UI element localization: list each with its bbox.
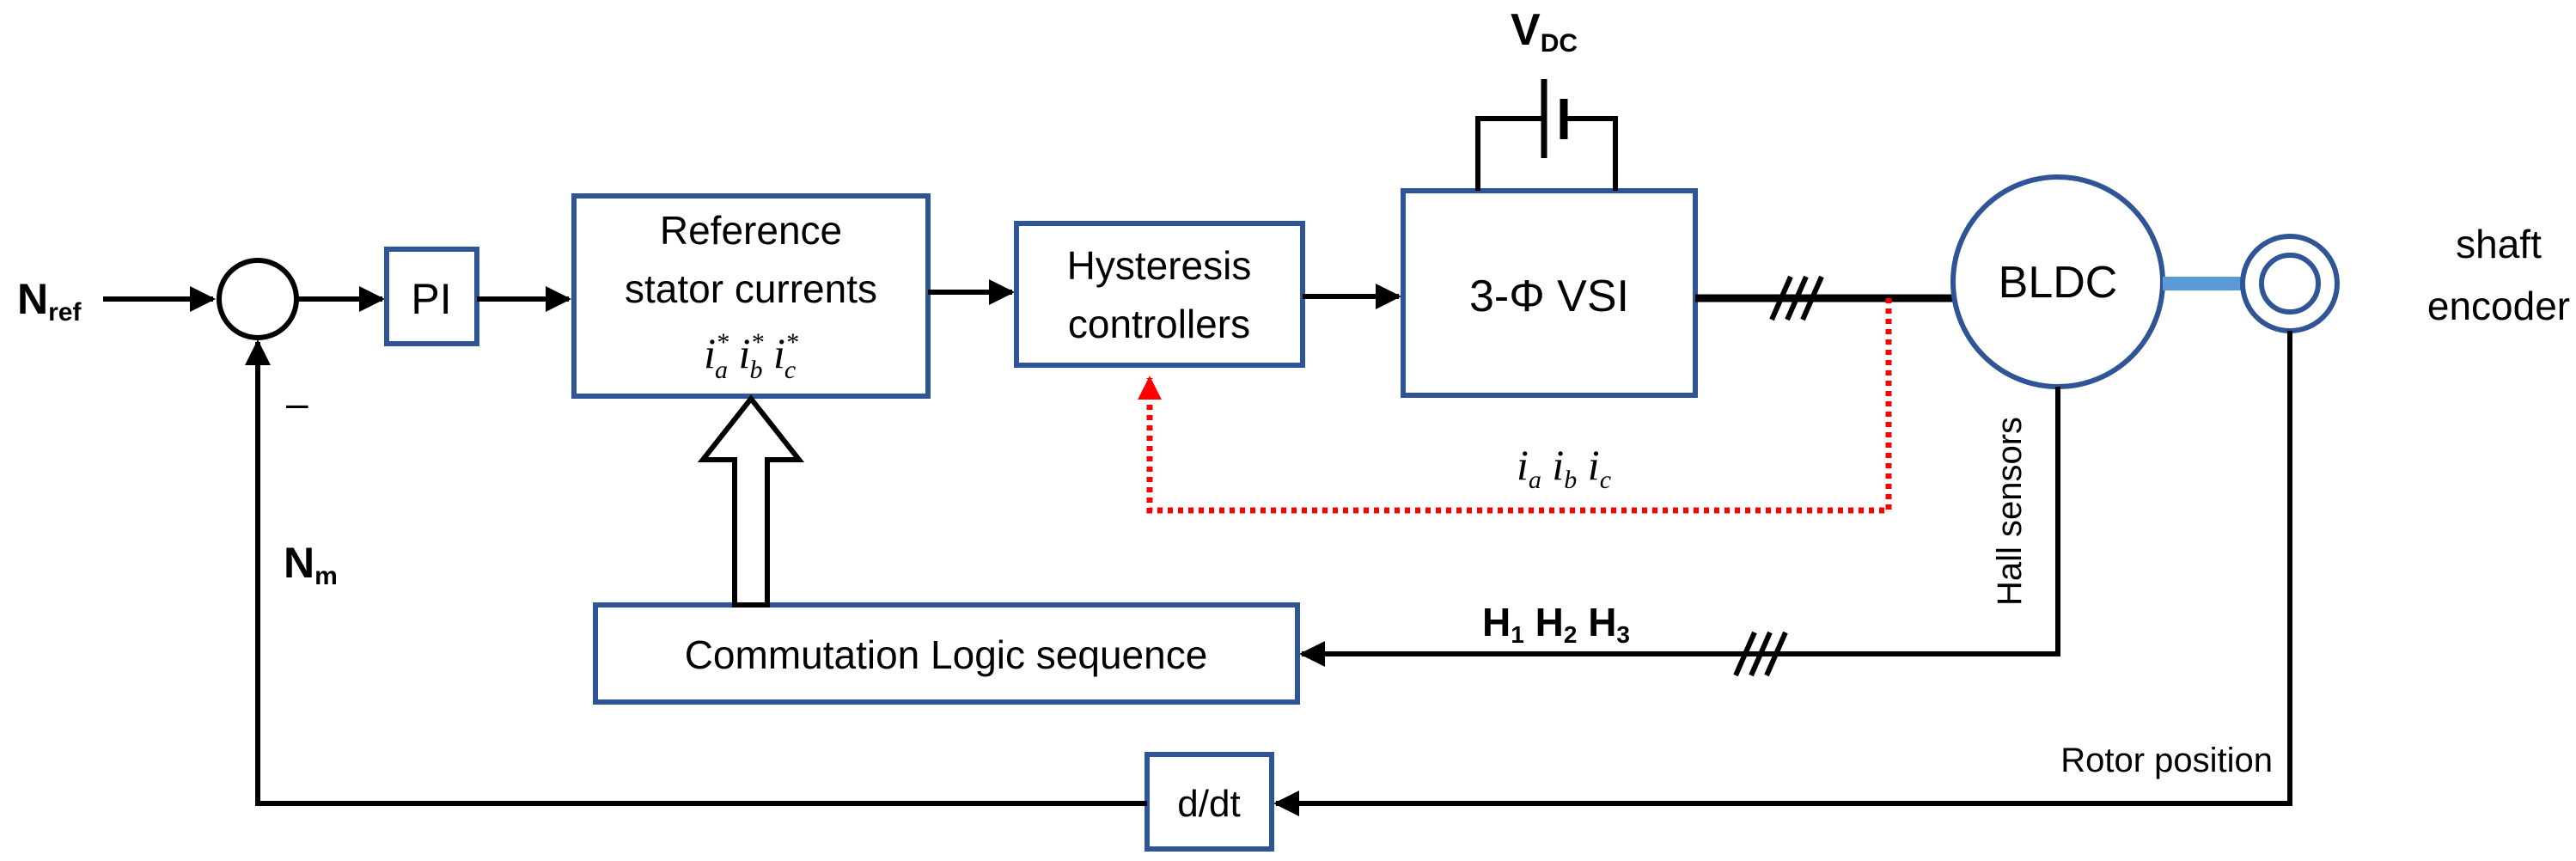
vdc-left-wire <box>1475 116 1542 191</box>
vsi-block <box>1401 188 1698 398</box>
currents-label: ia ib ic <box>1517 441 1611 494</box>
ib-sub: b <box>1564 466 1577 494</box>
ia-sub: a <box>1529 466 1541 494</box>
commutation-label: Commutation Logic sequence <box>685 632 1208 677</box>
h2-sub: 2 <box>1564 621 1578 648</box>
hall-sensors-label: Hall sensors <box>1991 417 2029 606</box>
vdc-right-wire <box>1566 116 1618 191</box>
rotor-position-wire <box>1273 331 2292 816</box>
hysteresis-block <box>1014 221 1305 368</box>
h1: H <box>1482 600 1511 644</box>
vdc-sub: DC <box>1541 29 1578 58</box>
nref-label: Nref <box>17 275 82 327</box>
encoder-inner-ring <box>2259 253 2321 314</box>
pi-label: PI <box>411 275 451 323</box>
h1-sub: 1 <box>1511 621 1524 648</box>
summing-junction <box>217 258 299 340</box>
nref-sub: ref <box>48 298 82 327</box>
bus-hash-marks-hall <box>1733 631 1788 677</box>
ic: i <box>1588 441 1600 489</box>
nref-main: N <box>17 275 48 323</box>
shaft-label: shaft <box>2456 222 2542 266</box>
h-signals-label: H1 H2 H3 <box>1482 600 1630 648</box>
hysteresis-line2: controllers <box>1068 302 1250 346</box>
ic-sub: c <box>1600 466 1611 494</box>
rotor-position-label: Rotor position <box>2060 742 2273 779</box>
vdc-label: VDC <box>1511 5 1578 58</box>
ddt-block <box>1145 752 1274 852</box>
bldc-label: BLDC <box>1999 258 2118 308</box>
ref-ic: i <box>773 329 785 377</box>
nm-sub: m <box>314 562 338 590</box>
vdc-main: V <box>1511 5 1541 55</box>
bus-hash-marks-vsi <box>1769 275 1824 321</box>
reference-line1: Reference <box>660 208 842 253</box>
speed-feedback-wire <box>245 339 1147 806</box>
reference-line2: stator currents <box>625 266 877 311</box>
ref-ia-star: * <box>716 328 729 357</box>
ref-ic-star: * <box>785 328 798 357</box>
ref-ib-sub: b <box>749 356 762 384</box>
hall-sensor-wire <box>1299 387 2060 667</box>
encoder-label: encoder <box>2427 284 2570 328</box>
nm-label: Nm <box>284 539 338 590</box>
vsi-label: 3-Φ VSI <box>1469 272 1629 321</box>
ia: i <box>1517 441 1529 489</box>
ddt-label: d/dt <box>1177 783 1240 825</box>
reference-currents-symbols: i*a i*b i*c <box>704 328 798 384</box>
h2: H <box>1535 600 1564 644</box>
h3: H <box>1588 600 1616 644</box>
ref-ib: i <box>739 329 751 377</box>
ref-ib-star: * <box>750 328 763 357</box>
commutation-logic-block <box>593 602 1300 705</box>
minus-sign: – <box>286 381 308 425</box>
current-feedback-dotted <box>1138 298 1892 514</box>
hysteresis-line1: Hysteresis <box>1067 243 1252 288</box>
ref-ia: i <box>704 329 716 377</box>
ref-ic-sub: c <box>784 356 796 384</box>
ref-ia-sub: a <box>715 356 728 384</box>
nm-main: N <box>284 539 314 587</box>
commutation-to-reference-arrow <box>697 394 805 608</box>
h3-sub: 3 <box>1616 621 1630 648</box>
reference-currents-block <box>571 193 931 399</box>
ib: i <box>1552 441 1564 489</box>
